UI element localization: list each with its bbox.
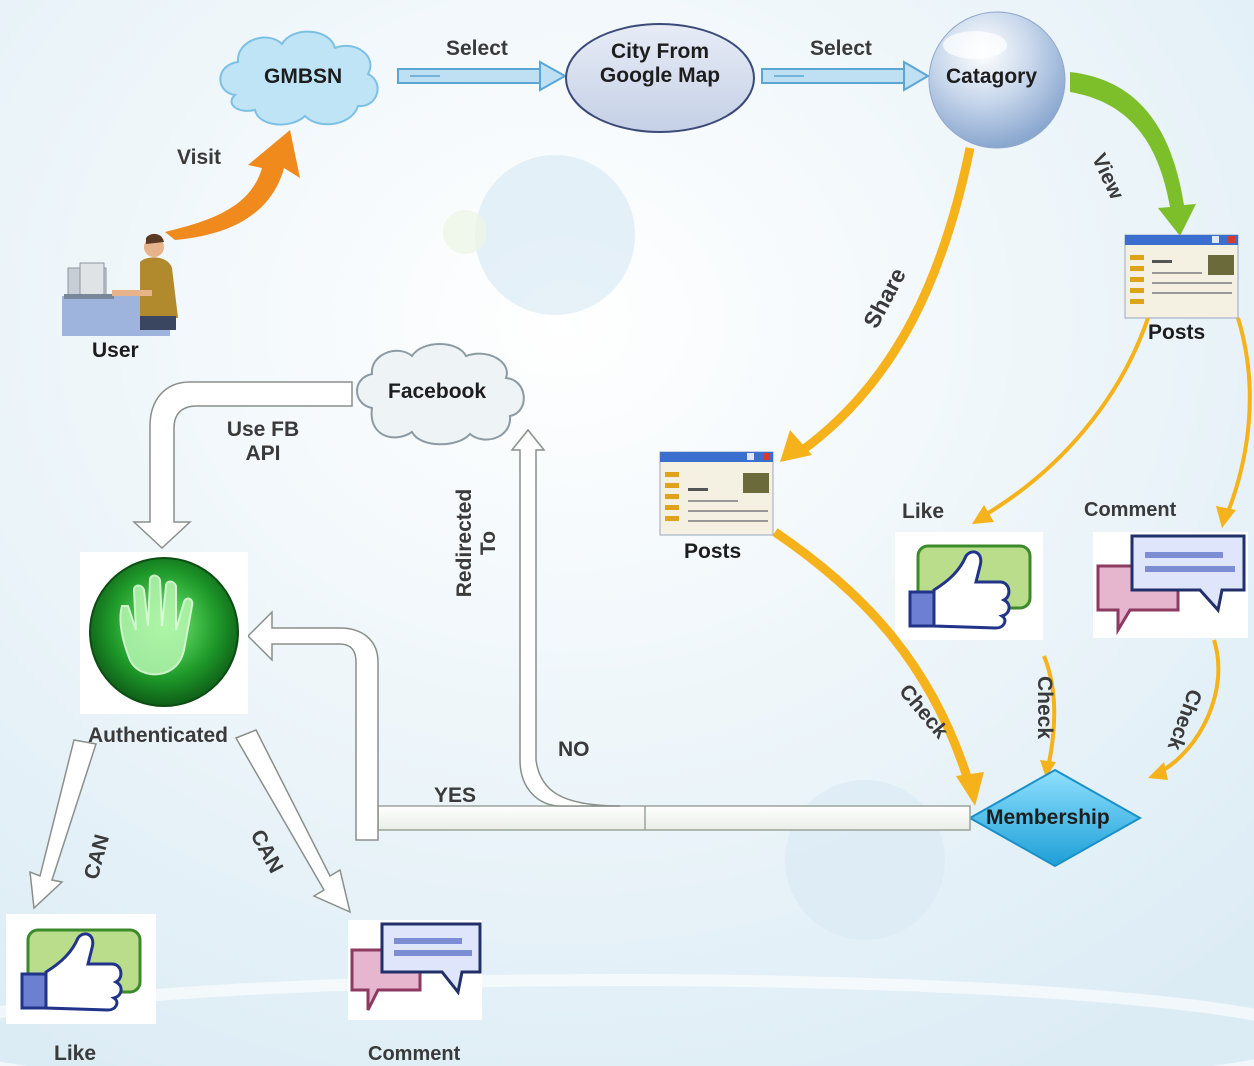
- authenticated-label: Authenticated: [88, 724, 229, 747]
- catagory-label: Catagory: [946, 65, 1038, 88]
- select-arrow-1: [397, 60, 568, 92]
- can-arrow-2: [234, 729, 352, 914]
- posts-label-top: Posts: [1148, 321, 1206, 344]
- visit-label: Visit: [177, 146, 221, 169]
- use-fb-api-label: Use FB API: [218, 418, 308, 466]
- bg-bubble: [785, 780, 945, 940]
- select-label-1: Select: [446, 37, 508, 60]
- no-arrow: [510, 428, 621, 807]
- share-arrow: [797, 147, 975, 456]
- city-ellipse[interactable]: [565, 23, 755, 133]
- posts-window-mid-icon[interactable]: [659, 451, 774, 536]
- yes-label: YES: [434, 784, 477, 807]
- use-fb-api-arrow: [132, 381, 353, 550]
- share-arrowhead: [780, 430, 812, 462]
- city-label: City From Google Map: [590, 40, 730, 88]
- use-fb-api-line1: Use FB: [226, 418, 300, 441]
- comment-bubbles-bottom-icon[interactable]: [348, 920, 482, 1020]
- gmbsn-cloud-icon[interactable]: [219, 30, 379, 126]
- comment-label-right: Comment: [1084, 499, 1177, 521]
- like-label-right: Like: [902, 500, 945, 523]
- arrowhead: [1216, 506, 1236, 528]
- redirected-line1: Redirected: [453, 488, 476, 598]
- membership-label: Membership: [986, 806, 1110, 829]
- comment-label-bottom: Comment: [368, 1043, 461, 1065]
- use-fb-api-line2: API: [245, 442, 281, 466]
- no-label: NO: [558, 738, 590, 761]
- posts-to-like-arrow: [983, 317, 1150, 517]
- arrowhead: [1040, 760, 1056, 778]
- posts-to-comment-arrow: [1226, 317, 1252, 513]
- arrowhead: [1148, 762, 1168, 780]
- arrowhead: [972, 505, 994, 524]
- user-label: User: [92, 339, 139, 362]
- like-label-bottom: Like: [54, 1042, 97, 1065]
- gmbsn-label: GMBSN: [264, 65, 343, 88]
- like-thumb-bottom-icon[interactable]: [6, 914, 156, 1024]
- facebook-label: Facebook: [388, 380, 487, 403]
- membership-diamond[interactable]: [967, 768, 1143, 868]
- posts-label-mid: Posts: [684, 540, 742, 563]
- city-label-line1: City From: [610, 40, 709, 63]
- sphere-highlight: [943, 31, 1007, 59]
- user-computer-icon[interactable]: [62, 233, 178, 336]
- check-arrow-2: [1042, 655, 1057, 769]
- view-arrow: [1070, 72, 1196, 236]
- visit-arrow: [165, 130, 300, 240]
- redirected-to-label: Redirected To: [453, 473, 501, 613]
- comment-bubbles-icon[interactable]: [1093, 532, 1248, 638]
- city-label-line2: Google Map: [599, 64, 721, 88]
- redirected-line2: To: [477, 530, 501, 556]
- yes-arrow: [246, 610, 379, 841]
- arrowhead: [956, 772, 984, 806]
- check-arrow-1: [772, 528, 973, 782]
- bg-bubble: [443, 210, 487, 254]
- facebook-cloud-icon[interactable]: [356, 343, 525, 446]
- like-thumb-icon[interactable]: [895, 532, 1043, 640]
- select-arrow-2: [761, 60, 930, 92]
- can-arrow-1: [29, 739, 97, 910]
- check-label-2: Check: [1033, 676, 1056, 740]
- select-label-2: Select: [810, 37, 872, 60]
- bg-swoosh: [0, 974, 1254, 1066]
- posts-window-top-icon[interactable]: [1124, 234, 1239, 319]
- yes-no-bar: [377, 805, 971, 831]
- check-arrow-3: [1159, 639, 1221, 774]
- hand-icon[interactable]: [80, 552, 248, 714]
- bg-bubble: [475, 155, 635, 315]
